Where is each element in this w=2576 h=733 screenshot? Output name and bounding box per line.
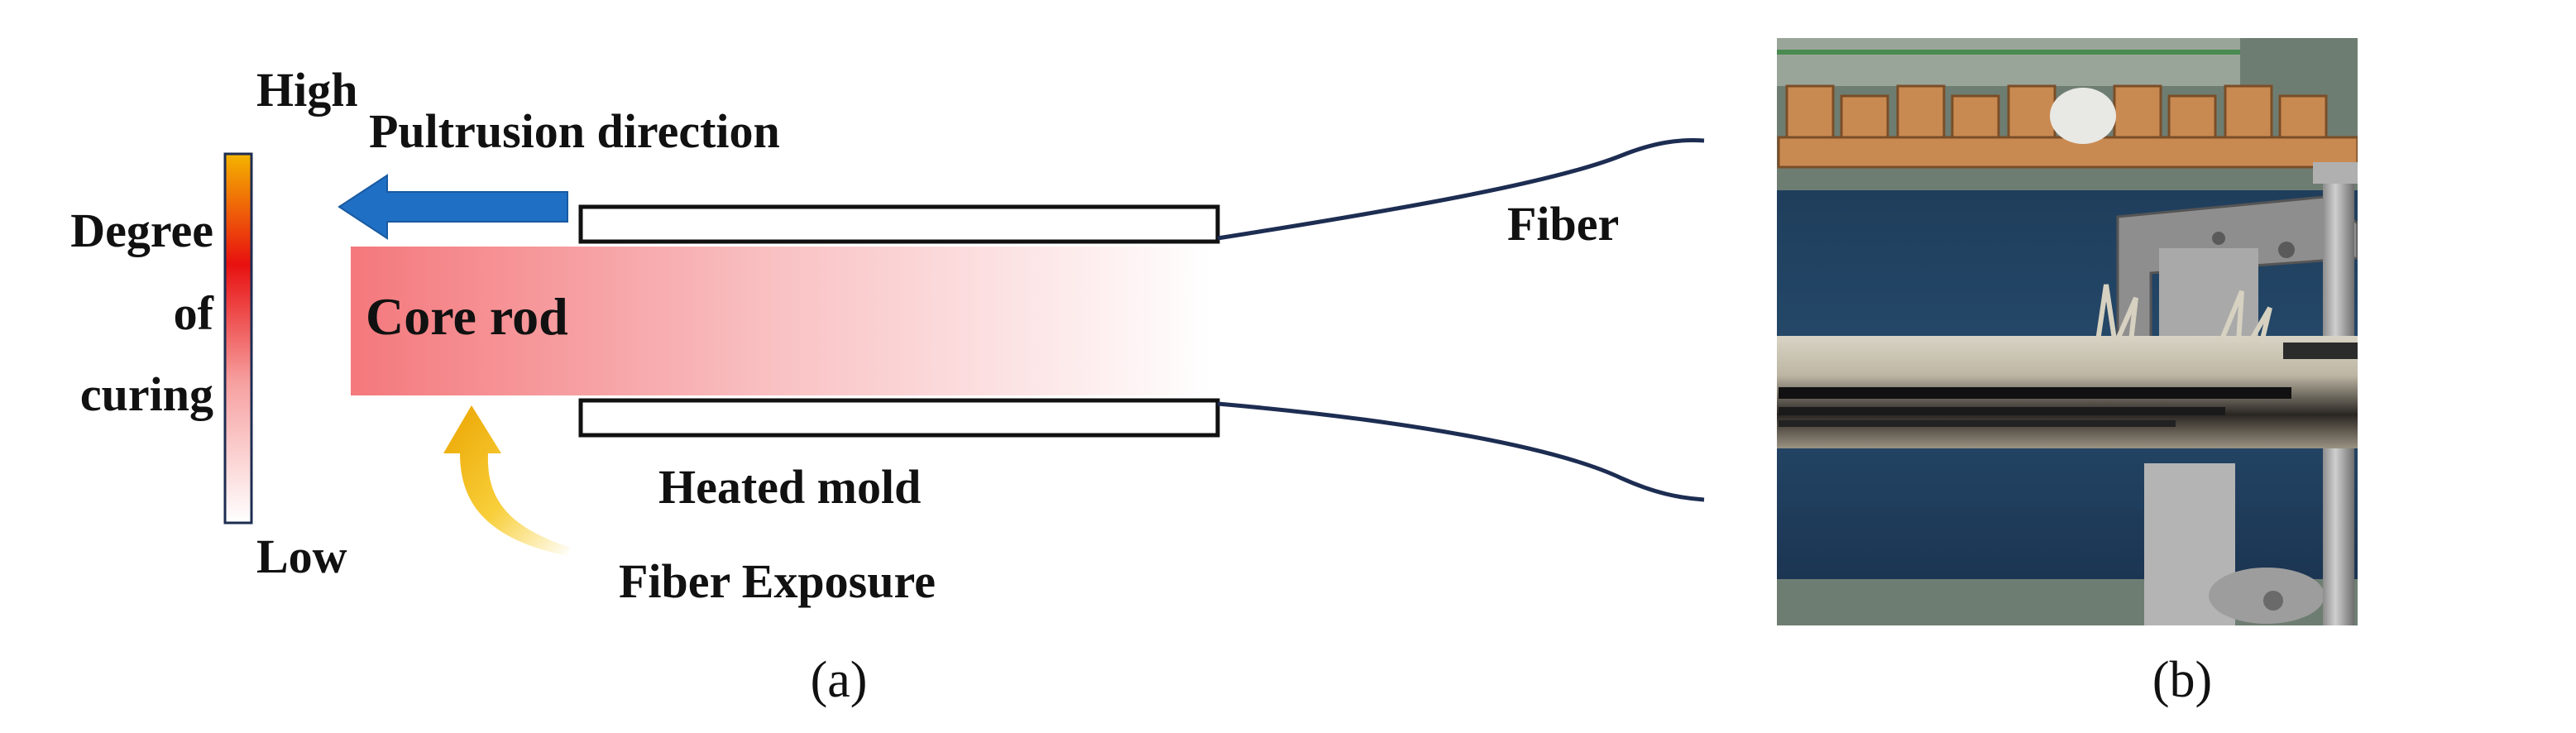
scale-title-line-3: curing <box>80 367 213 421</box>
fiber-exposure: Fiber Exposure <box>443 405 936 608</box>
panel-a: High Low Degree of curing Pultrusion dir… <box>70 63 1705 708</box>
fractured-rod <box>1777 284 2358 448</box>
heated-mold: Heated mold <box>578 204 1220 514</box>
mold-bottom-plate <box>578 398 1220 438</box>
fiber-label: Fiber <box>1507 197 1619 251</box>
pultrusion-direction-label: Pultrusion direction <box>369 104 780 158</box>
curing-scale: High Low Degree of curing <box>70 63 357 583</box>
fiber-exposure-label: Fiber Exposure <box>619 554 936 608</box>
grey-fixture <box>2116 195 2358 625</box>
fibers: Fiber <box>1217 138 1705 502</box>
curing-scale-bar <box>223 152 253 525</box>
scale-low-label: Low <box>256 529 347 583</box>
fiber-line-top <box>1217 138 1705 241</box>
panel-b: (b) <box>1777 38 2358 708</box>
panel-b-caption: (b) <box>2152 652 2212 708</box>
scale-title-line-1: Degree <box>70 204 213 257</box>
heated-mold-label: Heated mold <box>658 460 921 514</box>
pultrusion-arrow: Pultrusion direction <box>338 104 780 240</box>
scale-high-label: High <box>256 63 358 117</box>
mold-top-plate <box>578 204 1220 244</box>
panel-a-caption: (a) <box>811 652 868 708</box>
fiber-exposure-arrow-icon <box>443 405 571 556</box>
core-rod-label: Core rod <box>366 287 568 346</box>
wooden-blocks <box>1777 84 2358 169</box>
pultrusion-arrow-icon <box>338 174 568 240</box>
core-rod-shape <box>351 247 1211 395</box>
core-rod: Core rod <box>351 247 1211 395</box>
fracture-photo <box>1777 38 2358 625</box>
scale-title-line-2: of <box>174 286 214 340</box>
fiber-line-bottom <box>1217 401 1705 502</box>
